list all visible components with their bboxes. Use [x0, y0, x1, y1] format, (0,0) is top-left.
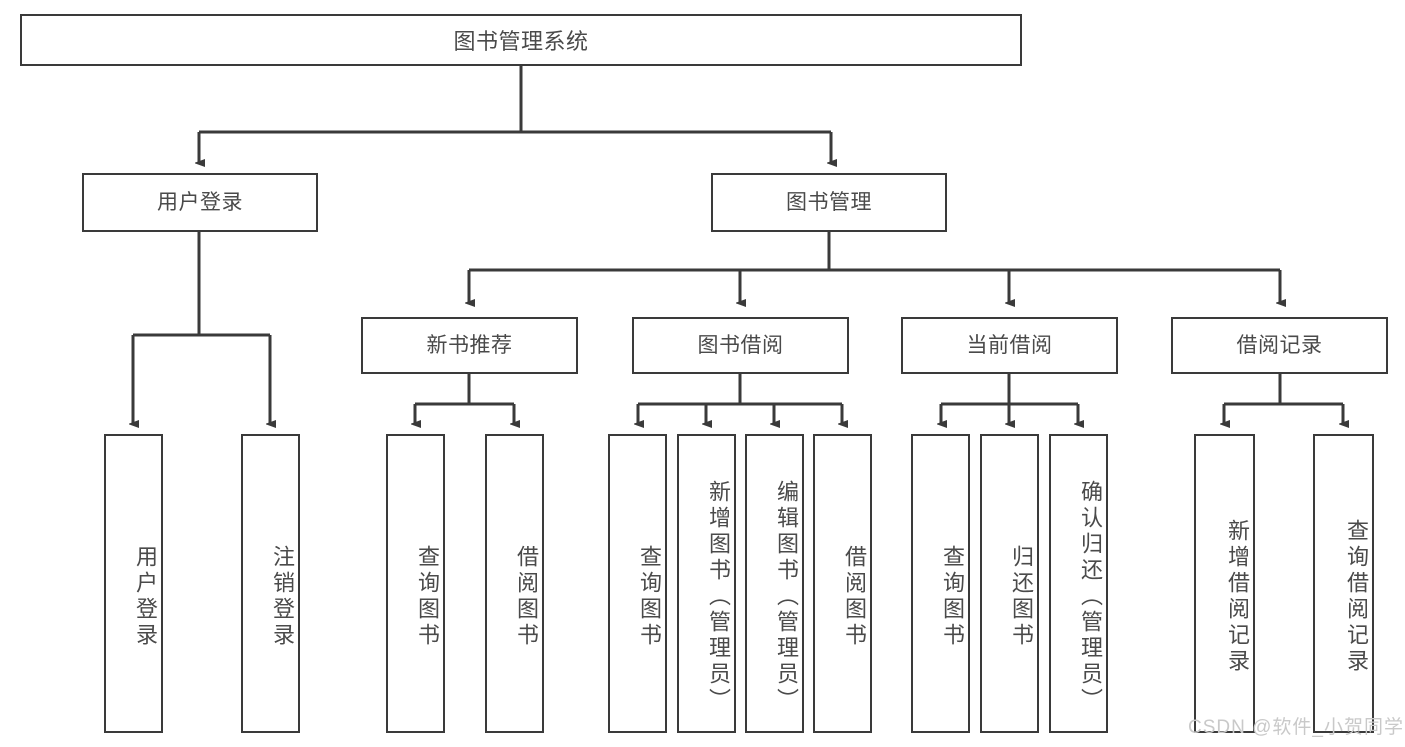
node-root-system[interactable]: 图书管理系统 [20, 14, 1022, 66]
leaf-new-book-borrow[interactable]: 借阅图书 [485, 434, 544, 733]
node-borrow-record[interactable]: 借阅记录 [1171, 317, 1388, 374]
node-label: 借阅记录 [1236, 333, 1323, 357]
leaf-current-query-book[interactable]: 查询图书 [911, 434, 970, 733]
node-label: 新增借阅记录 [1225, 518, 1250, 675]
node-label: 新书推荐 [426, 333, 513, 357]
node-label: 查询图书 [415, 544, 440, 649]
node-new-book-recommend[interactable]: 新书推荐 [361, 317, 578, 374]
node-label: 借阅图书 [514, 544, 539, 649]
node-label: 当前借阅 [966, 333, 1053, 357]
node-current-borrow[interactable]: 当前借阅 [901, 317, 1118, 374]
node-label: 借阅图书 [842, 544, 867, 649]
leaf-current-confirm-return[interactable]: 确认归还（管理员） [1049, 434, 1108, 733]
node-label: 查询图书 [940, 544, 965, 649]
leaf-new-book-query[interactable]: 查询图书 [386, 434, 445, 733]
leaf-borrow-edit-book[interactable]: 编辑图书（管理员） [745, 434, 804, 733]
node-book-management[interactable]: 图书管理 [711, 173, 947, 232]
node-label: 确认归还（管理员） [1078, 479, 1103, 714]
leaf-borrow-query-book[interactable]: 查询图书 [608, 434, 667, 733]
leaf-record-add[interactable]: 新增借阅记录 [1194, 434, 1255, 733]
node-label: 查询借阅记录 [1344, 518, 1369, 675]
leaf-record-query[interactable]: 查询借阅记录 [1313, 434, 1374, 733]
node-label: 查询图书 [637, 544, 662, 649]
watermark: CSDN @软件_小贺同学 [1188, 717, 1404, 738]
node-label: 新增图书（管理员） [706, 479, 731, 714]
node-label: 注销登录 [270, 544, 295, 649]
node-label: 编辑图书（管理员） [774, 479, 799, 714]
node-label: 用户登录 [133, 544, 158, 649]
leaf-borrow-add-book[interactable]: 新增图书（管理员） [677, 434, 736, 733]
node-user-login[interactable]: 用户登录 [82, 173, 318, 232]
node-label: 图书管理系统 [453, 29, 589, 54]
node-label: 归还图书 [1009, 544, 1034, 649]
leaf-user-logout[interactable]: 注销登录 [241, 434, 300, 733]
node-label: 图书借阅 [697, 333, 784, 357]
node-book-borrow[interactable]: 图书借阅 [632, 317, 849, 374]
leaf-user-login[interactable]: 用户登录 [104, 434, 163, 733]
leaf-borrow-borrow-book[interactable]: 借阅图书 [813, 434, 872, 733]
node-label: 用户登录 [157, 190, 243, 214]
leaf-current-return-book[interactable]: 归还图书 [980, 434, 1039, 733]
node-label: 图书管理 [786, 190, 872, 214]
